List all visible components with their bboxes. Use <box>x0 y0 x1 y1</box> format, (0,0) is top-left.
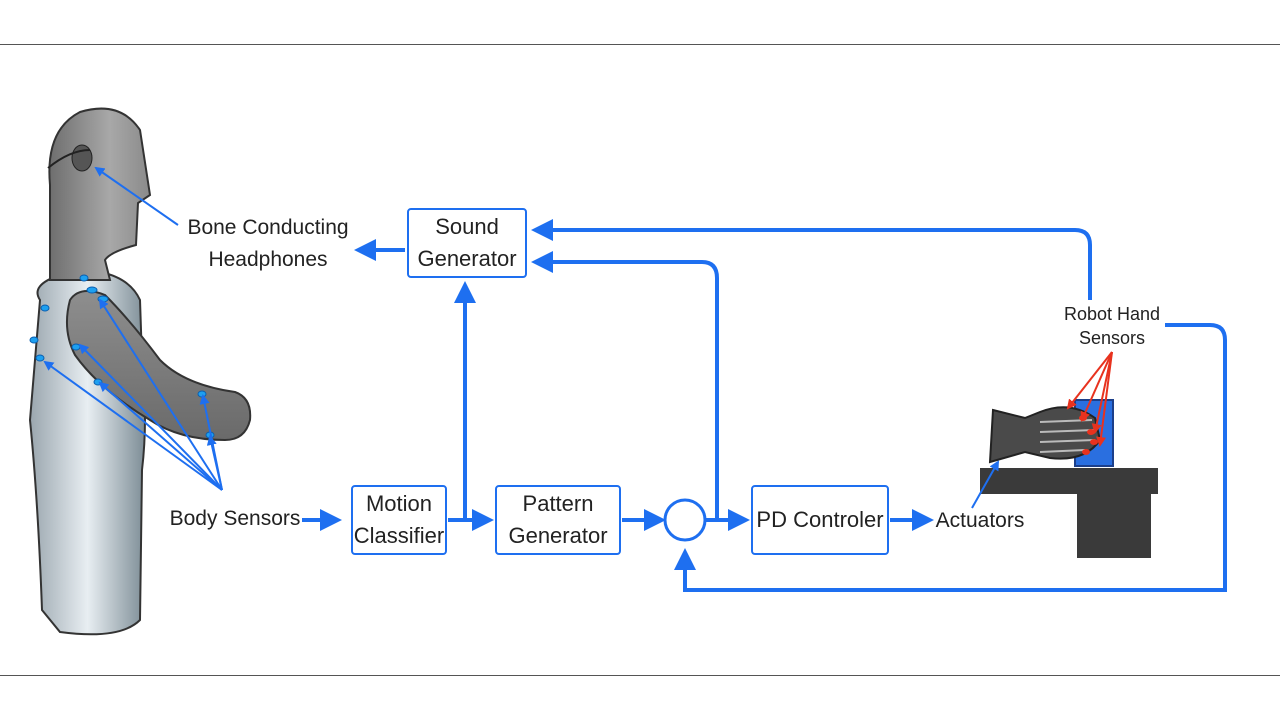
headphones-label-line1: Bone Conducting <box>187 216 349 239</box>
pattern-generator-line2: Generator <box>508 523 608 548</box>
summing-junction <box>663 498 707 542</box>
table-leg <box>1077 494 1151 558</box>
robot-hand-sensors-line1: Robot Hand <box>1063 304 1161 324</box>
robot-hand-sensors-label: Robot Hand Sensors <box>1056 302 1168 350</box>
headphones-label-line2: Headphones <box>208 248 328 271</box>
pd-controller-label: PD Controler <box>756 507 884 532</box>
table-top <box>980 468 1158 494</box>
motion-classifier-line1: Motion <box>365 491 433 516</box>
human-figure <box>28 107 252 636</box>
motion-classifier-node: Motion Classifier <box>351 485 447 555</box>
body-sensor-pointers <box>43 298 223 491</box>
robot-hand-sensors-line2: Sensors <box>1078 328 1146 348</box>
headphone-wire <box>47 149 91 169</box>
edge-hand-sensors-to-sound <box>531 219 1092 300</box>
sound-generator-node: Sound Generator <box>407 208 527 278</box>
flow-lines <box>302 219 1227 592</box>
sound-generator-line1: Sound <box>435 214 499 239</box>
motion-classifier-line2: Classifier <box>353 523 445 548</box>
pattern-generator-line1: Pattern <box>522 491 594 516</box>
headphones-label: Bone Conducting Headphones <box>180 212 356 276</box>
body-sensors-label: Body Sensors <box>169 507 301 530</box>
hand-sensor-pointers <box>1066 351 1113 447</box>
bottom-rule <box>0 675 1280 676</box>
actuators-pointer <box>971 460 999 509</box>
pattern-generator-node: Pattern Generator <box>495 485 621 555</box>
edge-hand-sensors-to-junction <box>674 323 1227 592</box>
headphones-pointer <box>94 166 179 226</box>
robot-hand-scene <box>980 399 1158 558</box>
actuators-label: Actuators <box>935 509 1025 532</box>
ear-shape <box>71 144 93 172</box>
top-rule <box>0 44 1280 45</box>
edge-junction-to-sound <box>531 251 719 520</box>
pd-controller-node: PD Controler <box>751 485 889 555</box>
sound-generator-line2: Generator <box>417 246 517 271</box>
